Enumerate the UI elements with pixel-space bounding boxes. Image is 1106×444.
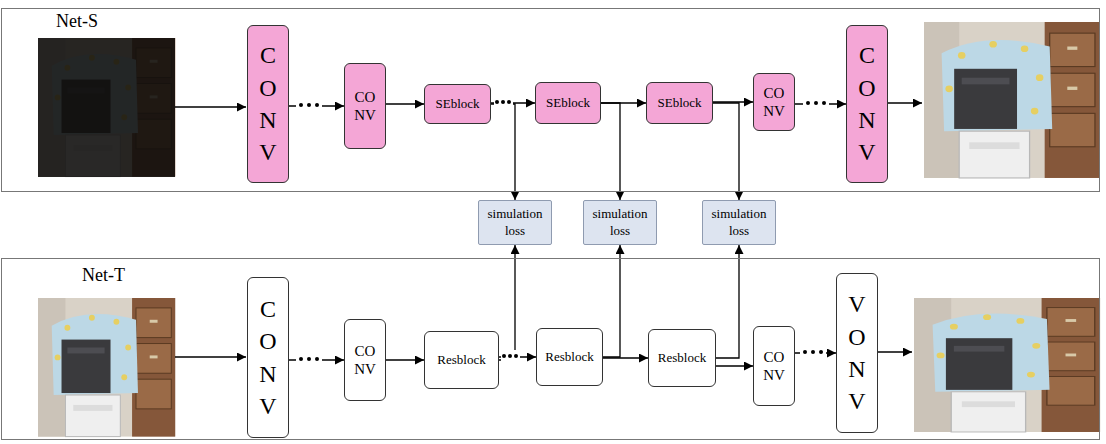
normal-light-image	[38, 298, 175, 437]
layer-label: CO NV	[760, 348, 789, 384]
layer-label: Resblock	[658, 350, 706, 366]
layer-label: SEblock	[435, 96, 479, 112]
output-arrow	[877, 351, 912, 352]
flow-arrow	[713, 103, 739, 200]
loss-box: simulation loss	[583, 200, 657, 245]
layer-label: CO NV	[351, 342, 380, 378]
input-arrow	[175, 356, 246, 357]
conv-layer-tall: C O N V	[846, 25, 888, 183]
layer-label: C O N V	[256, 293, 280, 423]
flow-arrow	[603, 245, 620, 357]
residual-block: SEblock	[535, 82, 601, 124]
layer-label: CO NV	[351, 88, 380, 124]
network-panel: C O N V CO NV Resblock Resblock Resblock CO N…	[1, 258, 1100, 440]
residual-block: SEblock	[646, 82, 713, 124]
enhanced-image	[924, 22, 1100, 178]
layer-label: C O N V	[855, 39, 879, 169]
layer-label: CO NV	[760, 84, 789, 120]
conv-layer: CO NV	[344, 319, 386, 401]
reconstructed-image	[914, 298, 1100, 432]
conv-layer-tall: C O N V	[247, 25, 289, 183]
panel-heading: Net-S	[56, 11, 98, 32]
conv-layer: CO NV	[344, 63, 386, 149]
conv-layer: CO NV	[753, 73, 795, 131]
residual-block: Resblock	[424, 331, 499, 389]
conv-layer: CO NV	[753, 326, 795, 406]
layer-label: Resblock	[437, 352, 485, 368]
residual-block: Resblock	[536, 328, 603, 386]
flow-arrow	[386, 359, 424, 360]
layer-label: V O N V	[845, 288, 869, 418]
flow-arrow	[716, 365, 753, 366]
flow-arrow	[499, 245, 515, 360]
layer-label: SEblock	[546, 95, 590, 111]
conv-layer-tall: C O N V	[247, 277, 289, 438]
layer-label: Resblock	[545, 349, 593, 365]
residual-block: Resblock	[648, 329, 716, 387]
flow-arrow	[386, 103, 424, 104]
layer-label: SEblock	[657, 95, 701, 111]
loss-box: simulation loss	[478, 200, 552, 245]
residual-block: SEblock	[424, 84, 491, 124]
low-light-image	[38, 38, 175, 177]
loss-box: simulation loss	[702, 200, 776, 245]
panel-heading: Net-T	[82, 265, 125, 286]
layer-label: simulation loss	[484, 206, 546, 239]
output-arrow	[887, 102, 922, 103]
flow-arrow	[601, 103, 620, 200]
conv-layer-tall: V O N V	[836, 273, 878, 433]
layer-label: simulation loss	[589, 206, 651, 239]
network-panel: C O N V CO NV SEblock SEblock SEblock CO NV C …	[1, 8, 1100, 192]
flow-arrow	[491, 104, 515, 200]
input-arrow	[175, 106, 246, 107]
flow-arrow	[716, 245, 739, 358]
layer-label: C O N V	[256, 39, 280, 169]
layer-label: simulation loss	[708, 206, 770, 239]
